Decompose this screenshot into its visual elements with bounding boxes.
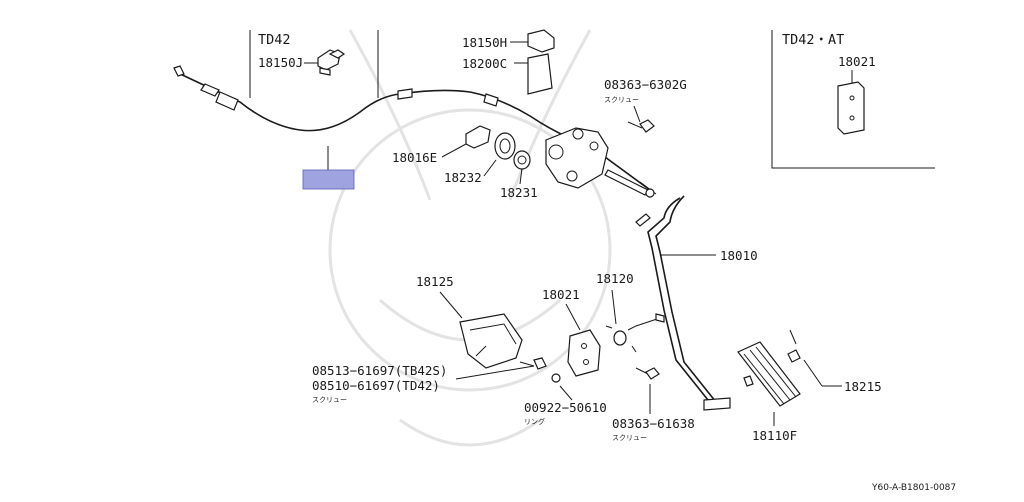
label-18021-at: 18021	[838, 54, 876, 69]
bracket-18021-part	[567, 329, 601, 377]
label-18150J: 18150J	[258, 55, 303, 70]
label-18110F: 18110F	[752, 428, 797, 443]
label-08363-6302G: 08363−6302G	[604, 77, 687, 92]
cover-18125-part	[459, 313, 523, 369]
watermark-emblem	[328, 29, 612, 447]
screw-08363-6302G-part	[627, 119, 655, 133]
throttle-linkage-assembly	[545, 127, 655, 198]
clip-18016E-part	[465, 125, 491, 149]
label-18120: 18120	[596, 271, 634, 286]
clip-18150J-part	[317, 49, 346, 76]
screw-08513-part	[519, 357, 547, 370]
bracket-18021-at-part	[837, 81, 865, 135]
pedal-arm-18010-part	[635, 195, 731, 411]
clip-18150H-part	[527, 29, 555, 53]
accelerator-cable	[173, 65, 657, 195]
ring-00922-part	[551, 373, 561, 383]
label-08363-61638: 08363−61638	[612, 416, 695, 431]
bracket-18200C-part	[527, 53, 553, 95]
label-18021: 18021	[542, 287, 580, 302]
label-18215: 18215	[844, 379, 882, 394]
label-08363-61638-sub: スクリュー	[612, 434, 647, 442]
spring-18120-part	[605, 313, 665, 353]
screw-08363-61638-part	[635, 367, 660, 380]
label-08510-61697: 08510−61697(TD42)	[312, 378, 440, 393]
label-00922-sub: リング	[524, 417, 545, 426]
highlighted-part-box[interactable]	[302, 169, 355, 190]
reference-code: Y60-A-B1801-0087	[871, 483, 956, 493]
label-18232: 18232	[444, 170, 482, 185]
label-18010: 18010	[720, 248, 758, 263]
stopper-18215-part	[787, 329, 801, 363]
grommet-18231-part	[513, 150, 531, 170]
label-18125: 18125	[416, 274, 454, 289]
inset-td42-at-title: TD42・AT	[782, 32, 844, 48]
label-18231: 18231	[500, 185, 538, 200]
grommet-18232-part	[494, 132, 516, 160]
inset-td42-at: TD42・AT 18021	[771, 30, 935, 169]
pedal-pad-18110F-part	[737, 341, 801, 407]
label-08363-6302G-sub: スクリュー	[604, 96, 639, 104]
inset-td42-title: TD42	[258, 32, 291, 48]
label-18200C: 18200C	[462, 56, 507, 71]
label-18016E: 18016E	[392, 150, 437, 165]
inset-td42: TD42 18150J	[249, 30, 379, 98]
label-00922-50610: 00922−50610	[524, 400, 607, 415]
label-18150H: 18150H	[462, 35, 507, 50]
label-08513-61697: 08513−61697(TB42S)	[312, 363, 447, 378]
label-0851x-sub: スクリュー	[312, 396, 347, 404]
